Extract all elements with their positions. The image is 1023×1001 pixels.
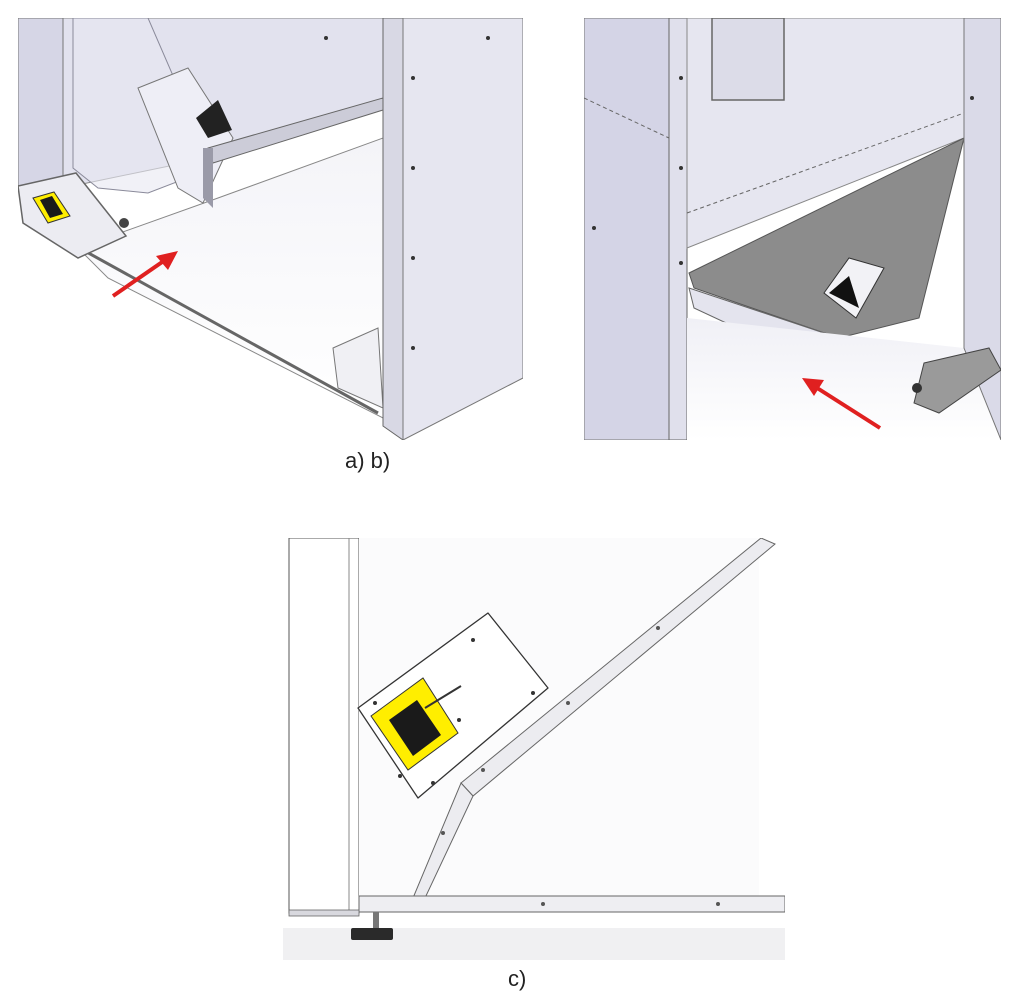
right-panel-edge xyxy=(382,18,404,440)
floor xyxy=(687,318,1001,440)
wall-base xyxy=(288,909,360,917)
hopper-grey xyxy=(688,137,965,339)
screws xyxy=(592,76,974,265)
funnel-opening xyxy=(196,100,232,138)
knob xyxy=(119,218,129,228)
left-wall-dash xyxy=(584,97,670,139)
left-wall xyxy=(18,18,64,204)
sensor-plate-icon xyxy=(357,612,549,799)
knob xyxy=(912,383,922,393)
screws xyxy=(324,36,490,350)
panel-b-view xyxy=(584,18,1001,440)
rail-screws xyxy=(441,626,720,906)
shelf-lip xyxy=(203,148,213,208)
left-wall xyxy=(288,538,360,914)
panel-c-view xyxy=(283,538,785,960)
panel-a-view xyxy=(18,18,523,440)
back-dash xyxy=(686,112,965,214)
door-edge xyxy=(668,18,688,440)
left-wall xyxy=(584,18,670,440)
panel-c-drawing xyxy=(283,538,785,960)
panel-b-drawing xyxy=(584,18,1001,440)
inspection-window xyxy=(711,18,785,101)
foot-icon xyxy=(351,912,393,940)
bottom-rail xyxy=(358,895,785,913)
caption-c: c) xyxy=(508,966,527,991)
caption-ab: a) b) xyxy=(345,448,391,473)
right-wall xyxy=(963,18,1001,440)
panel-a-drawing xyxy=(18,18,523,440)
sensor-plate-icon xyxy=(913,347,1001,414)
funnel-hole xyxy=(829,276,859,308)
arrow-icon xyxy=(802,378,882,430)
right-panel xyxy=(402,18,523,440)
sensor-plate-icon xyxy=(18,172,128,259)
floor-rail xyxy=(82,248,379,415)
funnel-opening xyxy=(823,257,885,319)
arrow-icon xyxy=(111,251,178,298)
